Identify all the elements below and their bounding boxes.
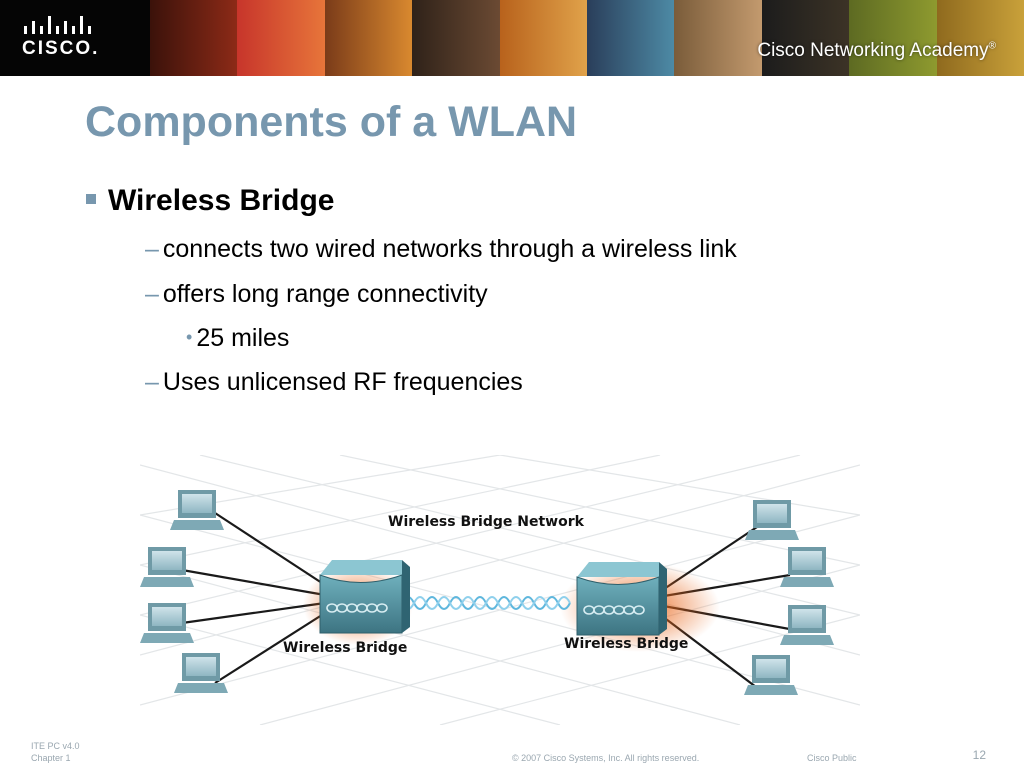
bullet-level2: –offers long range connectivity <box>145 280 488 309</box>
academy-name: Cisco Networking Academy <box>757 40 989 61</box>
page-title: Components of a WLAN <box>85 98 578 146</box>
wireless-bridge-icon <box>319 560 410 634</box>
network-label: Wireless Bridge Network <box>388 514 584 530</box>
photo-panel <box>412 0 500 76</box>
photo-panel <box>324 0 413 76</box>
pc-icon <box>170 490 224 530</box>
photo-panel <box>849 0 937 76</box>
bullet-level3: •25 miles <box>186 324 289 353</box>
cisco-wordmark: CISCO. <box>22 38 100 59</box>
bullet-level2-text: offers long range connectivity <box>162 280 488 308</box>
pc-icon <box>140 547 194 587</box>
header-banner: CISCO. Cisco Networking Academy® <box>0 0 1024 76</box>
square-bullet-icon <box>86 194 96 204</box>
pc-icon <box>744 655 798 695</box>
bullet-level2: –Uses unlicensed RF frequencies <box>145 368 523 397</box>
left-bridge-label: Wireless Bridge <box>283 640 408 656</box>
bullet-level2-text: Uses unlicensed RF frequencies <box>162 368 523 396</box>
photo-panel <box>936 0 1024 76</box>
bullet-level2: –connects two wired networks through a w… <box>145 235 737 264</box>
photo-strip <box>150 0 1024 76</box>
wireless-bridge-diagram: Wireless Bridge Network Wireless Bridge … <box>140 455 860 725</box>
radio-wave-icon <box>401 596 571 610</box>
pc-icon <box>780 605 834 645</box>
dash-bullet-icon: – <box>145 235 159 263</box>
right-bridge-label: Wireless Bridge <box>564 636 689 652</box>
photo-panel <box>150 0 238 76</box>
dot-bullet-icon: • <box>186 327 193 347</box>
pc-icon <box>174 653 228 693</box>
photo-panel <box>499 0 588 76</box>
photo-panel <box>587 0 675 76</box>
bullet-level3-text: 25 miles <box>196 324 290 352</box>
footer-course: ITE PC v4.0 <box>31 741 80 751</box>
diagram-canvas <box>140 455 860 725</box>
dash-bullet-icon: – <box>145 368 159 396</box>
bullet-level2-text: connects two wired networks through a wi… <box>162 235 737 263</box>
footer-classification: Cisco Public <box>807 753 857 763</box>
footer-chapter: Chapter 1 <box>31 753 71 763</box>
wired-links-left <box>181 512 326 684</box>
cisco-logo-icon <box>24 16 91 34</box>
bullet-level1: Wireless Bridge <box>86 184 334 218</box>
academy-title: Cisco Networking Academy® <box>757 40 996 62</box>
pc-icon <box>140 603 194 643</box>
pc-icon <box>780 547 834 587</box>
footer-copyright: © 2007 Cisco Systems, Inc. All rights re… <box>512 753 700 763</box>
photo-panel <box>761 0 850 76</box>
photo-panel <box>237 0 325 76</box>
grid-floor <box>140 455 860 725</box>
page-number: 12 <box>972 748 986 762</box>
photo-panel <box>674 0 762 76</box>
registered-mark: ® <box>988 40 996 52</box>
dash-bullet-icon: – <box>145 280 159 308</box>
wireless-bridge-icon <box>576 562 667 636</box>
pc-icon <box>745 500 799 540</box>
logo-area: CISCO. <box>0 0 150 76</box>
bullet-level1-text: Wireless Bridge <box>108 184 335 217</box>
